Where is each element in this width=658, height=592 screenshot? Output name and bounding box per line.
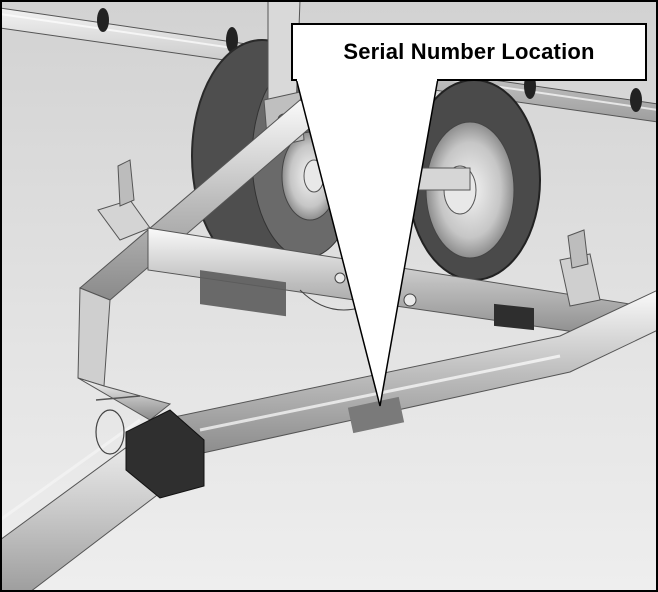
serial-number-location-label: Serial Number Location	[343, 39, 595, 64]
callout-box	[291, 23, 647, 81]
tongue-drawbar	[0, 395, 205, 592]
wheel-right	[407, 79, 541, 281]
serial-plate	[347, 396, 405, 434]
hitch-pins	[299, 272, 417, 311]
left-frame	[77, 99, 327, 421]
